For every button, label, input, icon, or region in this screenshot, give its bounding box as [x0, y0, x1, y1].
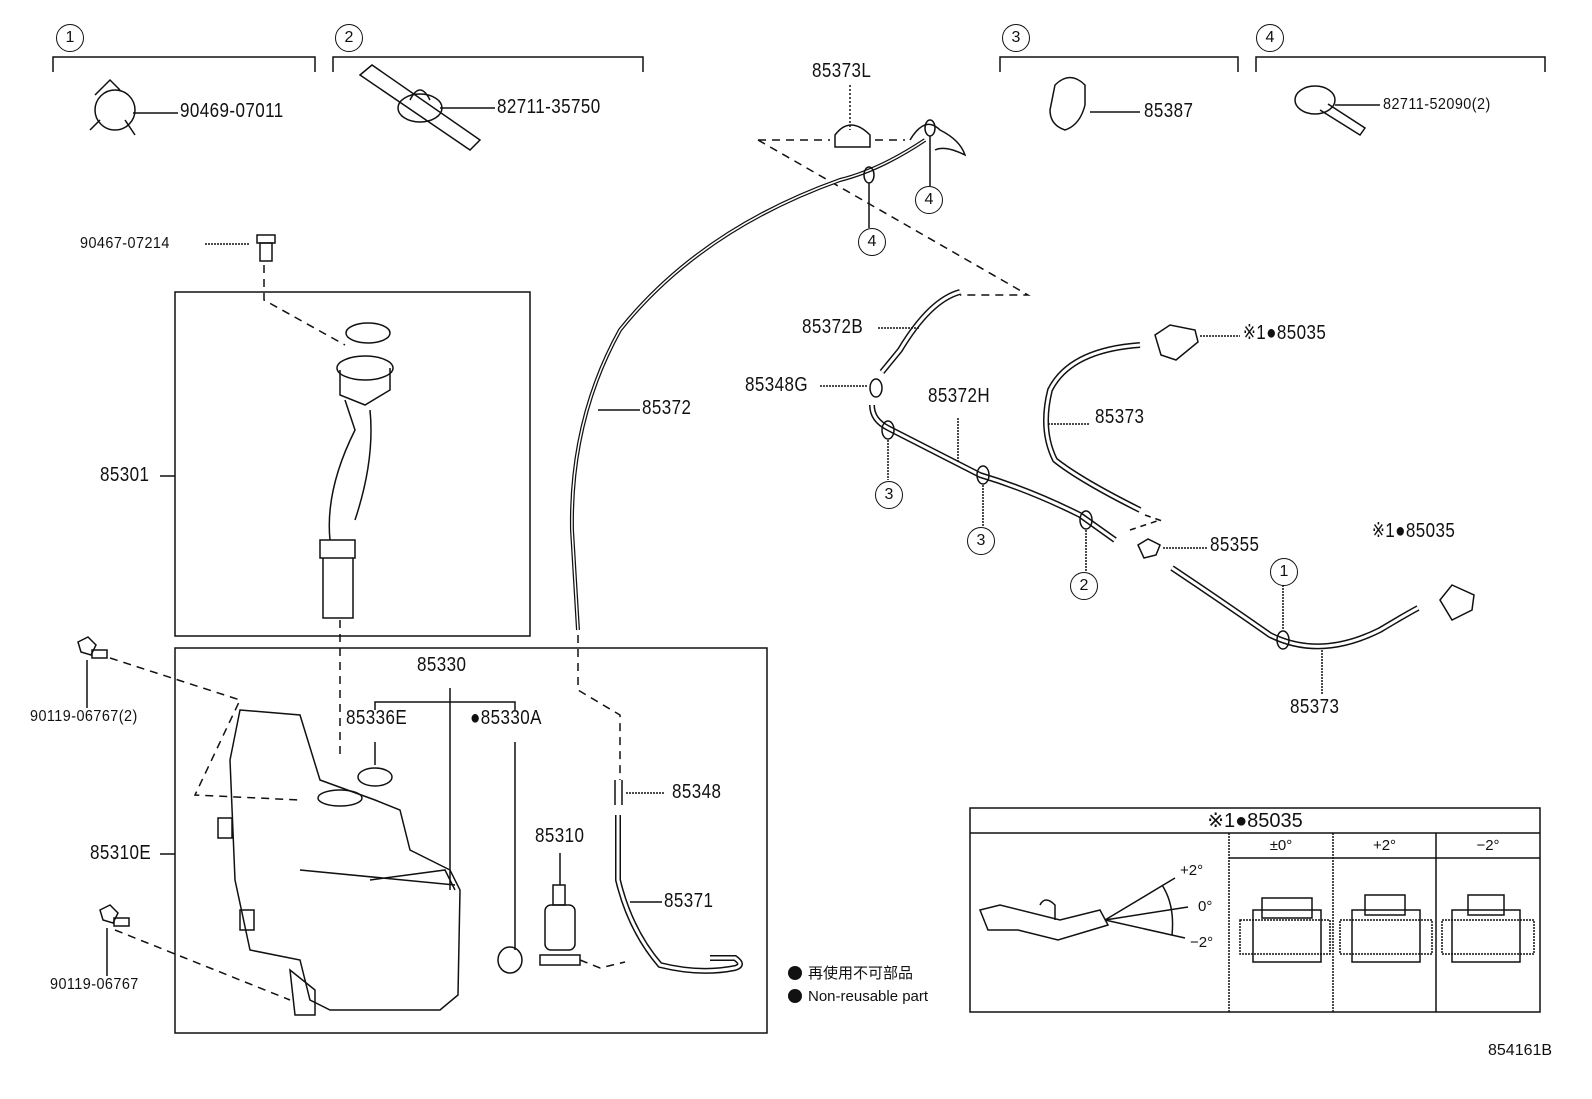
part-label-90119-lower[interactable]: 90119-06767	[50, 976, 139, 993]
group-index-1: 1	[56, 24, 84, 52]
box-tank	[174, 647, 768, 1034]
clip-90469-icon	[89, 78, 178, 136]
bolt-90467-icon	[205, 234, 276, 262]
part-label-85372[interactable]: 85372	[642, 397, 692, 419]
bolt-90119-upper-icon	[77, 636, 108, 708]
part-label-85348[interactable]: 85348	[672, 781, 722, 803]
detail-col-plus2: +2°	[1372, 837, 1397, 854]
part-label-85336e[interactable]: 85336E	[346, 707, 408, 729]
group-bracket-3	[999, 56, 1239, 72]
group-bracket-1	[52, 56, 316, 72]
grommet-85330a-icon	[497, 946, 523, 974]
filler-neck-85301-icon	[319, 322, 394, 619]
nozzle-angle-sketch-icon	[978, 877, 1189, 941]
pump-85310-icon	[539, 853, 581, 966]
connector-0-icon	[1239, 897, 1331, 963]
detail-table	[969, 807, 1541, 1013]
joint-85348-icon	[614, 780, 623, 805]
part-label-85372h[interactable]: 85372H	[928, 385, 991, 407]
angle-label-plus2: +2°	[1180, 862, 1204, 879]
detail-col-0: ±0°	[1269, 837, 1293, 854]
part-label-85373-lower[interactable]: 85373	[1290, 696, 1340, 718]
nozzle-85373l-icon	[834, 85, 967, 157]
group-bracket-2	[332, 56, 644, 72]
callout-3-b: 3	[967, 527, 995, 555]
part-label-90469[interactable]: 90469-07011	[180, 100, 284, 122]
group-index-3: 3	[1002, 24, 1030, 52]
hose-85372h	[869, 404, 1117, 543]
clip-82711-52090-icon	[1294, 85, 1380, 137]
clip-85387-icon	[1049, 76, 1140, 131]
bullet-icon	[788, 966, 802, 980]
nozzle-85035-lower-icon	[1439, 584, 1475, 621]
part-label-85355[interactable]: 85355	[1210, 534, 1260, 556]
callout-4-b: 4	[858, 228, 886, 256]
detail-col-minus2: −2°	[1476, 837, 1500, 854]
diagram-code: 854161B	[1488, 1042, 1553, 1059]
bullet-icon	[788, 989, 802, 1003]
nozzle-85035-upper-icon	[1154, 324, 1199, 361]
connector-plus2-icon	[1339, 894, 1433, 963]
legend-jp: 再使用不可部品	[788, 962, 913, 983]
group-bracket-4	[1255, 56, 1546, 72]
part-label-85310e[interactable]: 85310E	[90, 842, 152, 864]
part-label-85373-upper[interactable]: 85373	[1095, 406, 1145, 428]
bolt-90119-lower-icon	[99, 904, 130, 976]
grommet-85336e-icon	[357, 767, 393, 787]
group-index-4: 4	[1256, 24, 1284, 52]
clip-82711-35750-icon	[358, 64, 495, 151]
connector-minus2-icon	[1441, 894, 1535, 963]
box-85301	[174, 291, 531, 637]
dash-leader-85372	[577, 635, 621, 780]
group-index-2: 2	[335, 24, 363, 52]
part-label-85348g[interactable]: 85348G	[745, 374, 809, 396]
callout-3-a: 3	[875, 481, 903, 509]
part-label-85387[interactable]: 85387	[1144, 100, 1194, 122]
part-label-85330a[interactable]: ●85330A	[470, 707, 542, 729]
tank-85310e-icon	[217, 709, 461, 1016]
dash-leader-nozzle	[757, 139, 1031, 296]
part-label-85035-lower[interactable]: ※1●85035	[1372, 520, 1456, 542]
part-label-90119-upper[interactable]: 90119-06767(2)	[30, 708, 138, 725]
callout-4-a: 4	[915, 186, 943, 214]
part-label-85035-upper[interactable]: ※1●85035	[1243, 322, 1327, 344]
part-label-85372b[interactable]: 85372B	[802, 316, 864, 338]
part-label-82711-35750[interactable]: 82711-35750	[497, 96, 601, 118]
joint-85348g	[869, 378, 883, 398]
part-label-82711-52090[interactable]: 82711-52090(2)	[1383, 96, 1491, 113]
part-label-85373l[interactable]: 85373L	[812, 60, 872, 82]
part-label-85371[interactable]: 85371	[664, 890, 714, 912]
legend-en: Non-reusable part	[788, 988, 928, 1005]
angle-label-minus2: −2°	[1190, 934, 1214, 951]
detail-table-title: ※1●85035	[1207, 810, 1303, 832]
callout-1: 1	[1270, 558, 1298, 586]
part-label-85310[interactable]: 85310	[535, 825, 585, 847]
part-label-90467[interactable]: 90467-07214	[80, 235, 170, 252]
callout-2: 2	[1070, 572, 1098, 600]
part-label-85330[interactable]: 85330	[417, 654, 467, 676]
joint-85355-icon	[1137, 538, 1161, 559]
angle-label-0: 0°	[1198, 898, 1213, 915]
part-label-85301[interactable]: 85301	[100, 464, 150, 486]
